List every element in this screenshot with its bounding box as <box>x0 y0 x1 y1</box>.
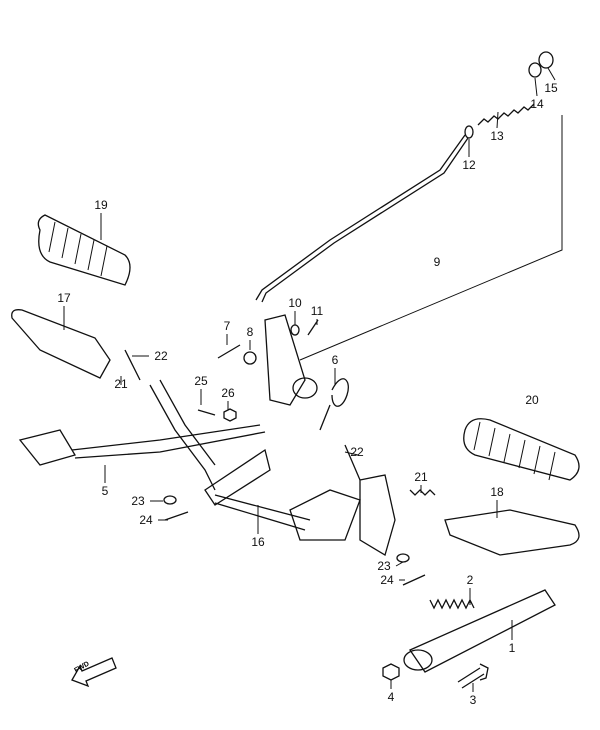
nut-4 <box>382 663 400 681</box>
spring-13 <box>477 103 535 126</box>
callout-9: 9 <box>433 255 441 269</box>
callout-24: 24 <box>139 513 153 527</box>
callout-22b: 22 <box>350 445 364 459</box>
cotter-24b <box>402 574 426 586</box>
side-stand-1 <box>409 589 556 673</box>
callout-20: 20 <box>525 393 539 407</box>
spring-2 <box>429 598 475 610</box>
callout-24b: 24 <box>380 573 394 587</box>
callout-22: 22 <box>154 349 168 363</box>
callout-14: 14 <box>530 97 544 111</box>
fwd-arrow-icon <box>71 657 117 688</box>
callout-2: 2 <box>466 573 474 587</box>
callout-21: 21 <box>114 377 128 391</box>
joint-14 <box>528 62 542 78</box>
bolt-25 <box>197 409 216 416</box>
pin-22a <box>124 349 141 381</box>
callout-1: 1 <box>508 641 516 655</box>
callout-25: 25 <box>194 374 208 388</box>
callout-5: 5 <box>101 484 109 498</box>
spring-21b <box>409 489 436 496</box>
footrest-18 <box>444 509 580 556</box>
nut-26 <box>223 408 237 422</box>
spring-6 <box>319 378 349 431</box>
callout-12: 12 <box>462 158 476 172</box>
pin-11 <box>307 319 319 336</box>
callout-6: 6 <box>331 353 339 367</box>
callout-4: 4 <box>387 690 395 704</box>
cotter-24a <box>164 511 189 521</box>
callout-10: 10 <box>288 296 302 310</box>
footrest-rubber-20 <box>463 418 580 481</box>
leader-lines <box>63 67 563 692</box>
callout-23b: 23 <box>377 559 391 573</box>
footrest-17 <box>11 309 111 379</box>
washer-8 <box>243 351 257 365</box>
washer-23b <box>396 553 410 563</box>
washer-12 <box>464 125 474 139</box>
callout-13: 13 <box>490 129 504 143</box>
washer-23a <box>163 495 177 505</box>
callout-19: 19 <box>94 198 108 212</box>
brake-rod <box>255 134 469 303</box>
pin-7 <box>217 344 241 359</box>
callout-11: 11 <box>310 304 324 318</box>
callout-8: 8 <box>246 325 254 339</box>
callout-16: 16 <box>251 535 265 549</box>
bolt-3 <box>457 663 489 689</box>
nut-15 <box>538 51 554 69</box>
callout-7: 7 <box>223 319 231 333</box>
footrest-rubber-19 <box>37 214 131 286</box>
pin-22b <box>344 444 361 481</box>
washer-10 <box>290 324 300 336</box>
pivot-shaft-16 <box>204 448 311 531</box>
callout-23: 23 <box>131 494 145 508</box>
brake-pedal-5 <box>18 424 266 466</box>
callout-15: 15 <box>544 81 558 95</box>
callout-17: 17 <box>57 291 71 305</box>
callout-21b: 21 <box>414 470 428 484</box>
callout-26: 26 <box>221 386 235 400</box>
callout-3: 3 <box>469 693 477 707</box>
callout-18: 18 <box>490 485 504 499</box>
